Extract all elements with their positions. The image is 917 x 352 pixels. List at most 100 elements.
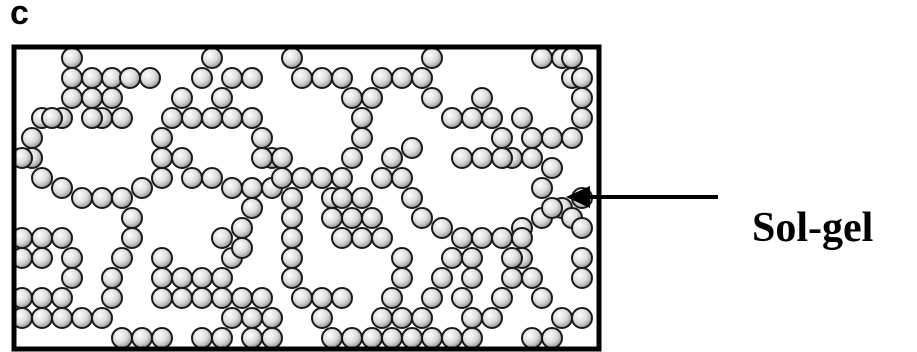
gel-particle: [252, 148, 272, 168]
gel-particle: [542, 128, 562, 148]
gel-particle: [362, 208, 382, 228]
gel-particle: [282, 248, 302, 268]
gel-particle: [332, 288, 352, 308]
gel-particle: [282, 48, 302, 68]
gel-particle: [152, 328, 172, 348]
gel-particle: [162, 108, 182, 128]
gel-particle: [332, 188, 352, 208]
gel-particle: [352, 188, 372, 208]
gel-particle: [192, 288, 212, 308]
gel-particle: [572, 308, 592, 328]
gel-particle: [442, 108, 462, 128]
gel-particle: [252, 128, 272, 148]
gel-particle: [52, 228, 72, 248]
gel-particle: [492, 288, 512, 308]
gel-particle: [462, 248, 482, 268]
gel-particle: [212, 328, 232, 348]
gel-particle: [542, 198, 562, 218]
gel-particle: [542, 328, 562, 348]
gel-particle: [152, 128, 172, 148]
gel-particle: [372, 68, 392, 88]
gel-particle: [172, 148, 192, 168]
gel-particle: [392, 248, 412, 268]
gel-particle: [112, 248, 132, 268]
gel-particle: [482, 308, 502, 328]
gel-particle: [212, 268, 232, 288]
gel-particle: [52, 308, 72, 328]
gel-particle: [312, 288, 332, 308]
gel-particle: [62, 248, 82, 268]
gel-particle: [352, 108, 372, 128]
gel-particle: [422, 88, 442, 108]
gel-particle: [92, 188, 112, 208]
gel-particle: [262, 308, 282, 328]
gel-particle: [562, 128, 582, 148]
gel-particle: [262, 328, 282, 348]
gel-particle: [242, 68, 262, 88]
gel-particle: [82, 88, 102, 108]
gel-particle: [232, 238, 252, 258]
gel-particle: [62, 68, 82, 88]
gel-particle: [382, 328, 402, 348]
gel-particle: [152, 148, 172, 168]
gel-particle: [202, 48, 222, 68]
gel-particle: [372, 308, 392, 328]
gel-particle: [32, 248, 52, 268]
gel-particle: [292, 68, 312, 88]
gel-particle: [412, 308, 432, 328]
gel-particle: [422, 328, 442, 348]
gel-particle: [32, 308, 52, 328]
gel-particle: [272, 168, 292, 188]
gel-particle: [242, 178, 262, 198]
gel-particle: [22, 128, 42, 148]
gel-particle: [502, 248, 522, 268]
gel-particle: [462, 328, 482, 348]
gel-particle: [512, 108, 532, 128]
gel-particle: [212, 288, 232, 308]
gel-particle: [402, 138, 422, 158]
gel-particle: [102, 288, 122, 308]
gel-particle: [362, 88, 382, 108]
gel-particle: [82, 108, 102, 128]
gel-particle: [112, 328, 132, 348]
gel-particle: [392, 308, 412, 328]
gel-particle: [352, 228, 372, 248]
gel-particle: [132, 328, 152, 348]
gel-particle: [512, 228, 532, 248]
gel-particle: [422, 288, 442, 308]
gel-particle: [392, 268, 412, 288]
gel-particle: [572, 218, 592, 238]
gel-particle: [282, 228, 302, 248]
gel-particle: [182, 168, 202, 188]
gel-particle: [152, 268, 172, 288]
gel-particle: [172, 268, 192, 288]
gel-particle: [492, 228, 512, 248]
gel-particle: [282, 268, 302, 288]
gel-particle: [522, 268, 542, 288]
gel-particle: [292, 288, 312, 308]
gel-particle: [222, 108, 242, 128]
gel-particle: [112, 108, 132, 128]
gel-particle: [342, 88, 362, 108]
gel-particle: [182, 108, 202, 128]
gel-particle: [342, 208, 362, 228]
gel-particle: [82, 68, 102, 88]
gel-particle: [522, 148, 542, 168]
gel-particle: [372, 228, 392, 248]
gel-particle: [382, 288, 402, 308]
gel-particle: [222, 308, 242, 328]
gel-particle: [212, 88, 232, 108]
gel-particle: [72, 188, 92, 208]
gel-particle: [282, 188, 302, 208]
gel-particle: [372, 168, 392, 188]
gel-particle: [152, 248, 172, 268]
gel-particle: [572, 108, 592, 128]
gel-particle: [342, 328, 362, 348]
gel-particle: [532, 178, 552, 198]
gel-particle: [52, 288, 72, 308]
gel-particle: [32, 168, 52, 188]
gel-particle: [322, 208, 342, 228]
gel-particle: [572, 248, 592, 268]
gel-particle: [172, 288, 192, 308]
